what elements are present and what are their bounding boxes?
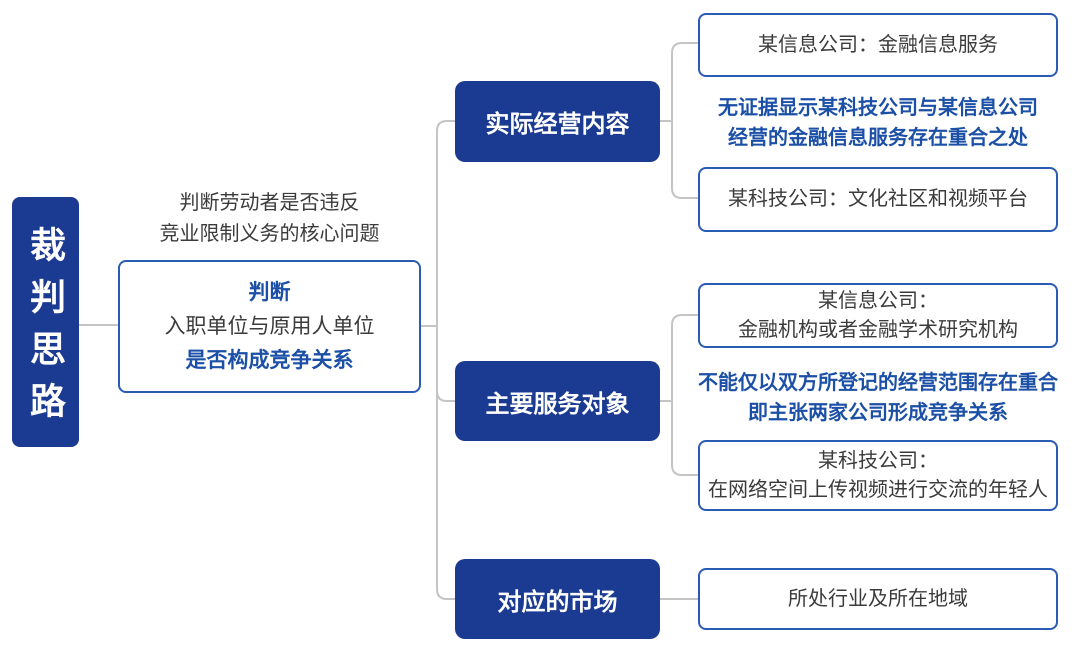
annotation-registered-scope-overlap: 不能仅以双方所登记的经营范围存在重合 即主张两家公司形成竞争关系 [690, 368, 1066, 428]
center-box: 判断 入职单位与原用人单位 是否构成竞争关系 [118, 260, 421, 393]
center-note: 判断劳动者是否违反 竞业限制义务的核心问题 [118, 188, 421, 250]
connector-branch2-to-leaf3 [660, 314, 698, 402]
leaf-box-tech-company-clients: 某科技公司： 在网络空间上传视频进行交流的年轻人 [698, 440, 1058, 511]
annotation-no-overlap-evidence-line2: 经营的金融信息服务存在重合之处 [728, 127, 1028, 149]
leaf-box-tech-company-clients-line1: 某科技公司： [818, 449, 938, 472]
annotation-no-overlap-evidence-line1: 无证据显示某科技公司与某信息公司 [718, 97, 1038, 119]
annotation-registered-scope-overlap-line2: 即主张两家公司形成竞争关系 [748, 402, 1008, 424]
connector-branch1-to-leaf1 [660, 42, 698, 122]
branch-node-corresponding-market: 对应的市场 [455, 559, 660, 639]
leaf-box-info-company-business-line1: 某信息公司：金融信息服务 [758, 33, 998, 56]
leaf-box-tech-company-business: 某科技公司：文化社区和视频平台 [698, 167, 1058, 232]
leaf-box-info-company-clients-line2: 金融机构或者金融学术研究机构 [738, 318, 1018, 341]
root-node: 裁判思路 [12, 197, 79, 447]
connector-center-to-branch3 [436, 326, 455, 600]
branch-node-main-service-targets: 主要服务对象 [455, 361, 660, 441]
branch-node-actual-business: 实际经营内容 [455, 81, 660, 162]
branch-node-actual-business-label: 实际经营内容 [485, 111, 630, 138]
annotation-no-overlap-evidence: 无证据显示某科技公司与某信息公司 经营的金融信息服务存在重合之处 [690, 93, 1066, 153]
connector-branch2-to-leaf4 [671, 401, 698, 476]
leaf-box-tech-company-clients-line2: 在网络空间上传视频进行交流的年轻人 [708, 478, 1048, 501]
center-note-line2: 竞业限制义务的核心问题 [159, 223, 380, 245]
leaf-box-info-company-clients: 某信息公司： 金融机构或者金融学术研究机构 [698, 283, 1058, 348]
center-note-line1: 判断劳动者是否违反 [179, 192, 360, 214]
connector-branch1-to-leaf2 [671, 121, 698, 199]
leaf-box-industry-region: 所处行业及所在地域 [698, 568, 1058, 630]
center-box-line3: 是否构成竞争关系 [185, 348, 354, 372]
center-box-line2: 入职单位与原用人单位 [164, 314, 375, 338]
annotation-registered-scope-overlap-line1: 不能仅以双方所登记的经营范围存在重合 [698, 372, 1058, 394]
connector-center-to-branch1 [436, 120, 455, 326]
leaf-box-info-company-clients-line1: 某信息公司： [818, 289, 938, 312]
connector-center-to-branch2 [436, 390, 455, 402]
leaf-box-industry-region-line1: 所处行业及所在地域 [788, 587, 968, 610]
center-box-line1: 判断 [248, 280, 291, 304]
root-node-label: 裁判思路 [25, 226, 66, 434]
branch-node-main-service-targets-label: 主要服务对象 [485, 390, 630, 418]
leaf-box-tech-company-business-line1: 某科技公司：文化社区和视频平台 [728, 188, 1028, 210]
branch-node-corresponding-market-label: 对应的市场 [497, 588, 618, 616]
leaf-box-info-company-business: 某信息公司：金融信息服务 [698, 13, 1058, 77]
